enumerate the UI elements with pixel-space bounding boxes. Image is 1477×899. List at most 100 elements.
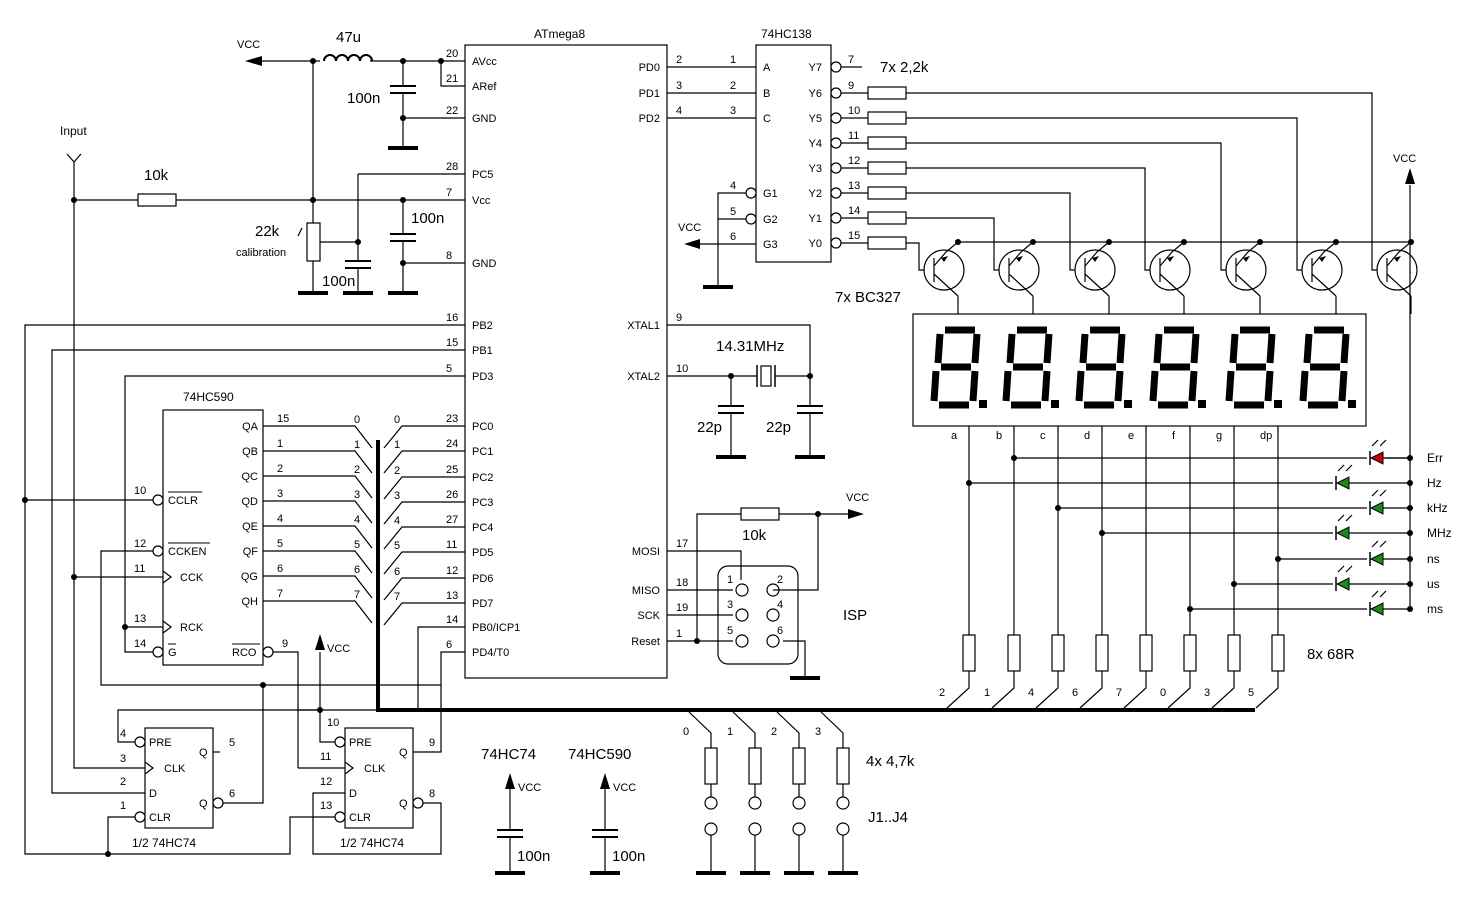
ff1-pins: PRE 4 CLK 3 D 2 CLR 1 Q 5 Q 6 xyxy=(120,728,235,824)
decoder-pin-num: 15 xyxy=(848,230,860,242)
atmega-pin-num: 8 xyxy=(446,250,452,262)
isp-connector: 10k VCC 1 2 3 4 5 6 ISP xyxy=(667,492,869,680)
ff2-pre: PRE xyxy=(349,737,372,749)
decoder-pin-label: Y6 xyxy=(809,88,822,100)
atmega-pin-label: GND xyxy=(472,258,497,270)
atmega-pin-num: 24 xyxy=(446,438,458,450)
cap-x2-value: 22p xyxy=(766,419,791,436)
inductor-value: 47u xyxy=(336,29,361,46)
decoder-pin-num: 12 xyxy=(848,155,860,167)
jumper-pin[interactable] xyxy=(836,822,850,836)
segment-bus-index: 5 xyxy=(1248,687,1254,699)
ff2-n-clr: 13 xyxy=(320,800,332,812)
decoder-pin-label: Y2 xyxy=(809,188,822,200)
segment-resistors-value: 8x 68R xyxy=(1307,646,1355,663)
crystal-value: 14.31MHz xyxy=(716,338,784,355)
ff1-n-q: 5 xyxy=(229,737,235,749)
74hc138-body xyxy=(755,44,832,263)
bus-index: 0 xyxy=(354,414,360,426)
bus-index: 1 xyxy=(394,439,400,451)
atmega-pin-label: PB2 xyxy=(472,320,493,332)
led-label: MHz xyxy=(1427,526,1452,540)
led-icon xyxy=(1335,526,1350,540)
pnp-transistor-icon xyxy=(998,249,1040,291)
isp-pin-4: 4 xyxy=(777,599,783,611)
digit xyxy=(930,326,987,409)
jumper-pin[interactable] xyxy=(748,796,762,810)
decoder-pin-num: 14 xyxy=(848,205,860,217)
atmega-pin-label: PD1 xyxy=(639,88,660,100)
segment-label: dp xyxy=(1260,430,1272,442)
ff1-n-clk: 3 xyxy=(120,753,126,765)
ff2-n-qn: 8 xyxy=(429,788,435,800)
jumper-pin[interactable] xyxy=(704,822,718,836)
led-icon xyxy=(1335,476,1350,490)
atmega-pin-label: PD4/T0 xyxy=(472,647,509,659)
atmega-pin-num: 9 xyxy=(676,312,682,324)
counter-pin-num: 1 xyxy=(277,438,283,450)
jumper-pin[interactable] xyxy=(792,822,806,836)
vcc-arrow-icon xyxy=(505,773,515,789)
segment-bus-index: 0 xyxy=(1160,687,1166,699)
atmega-pin-num: 1 xyxy=(676,628,682,640)
atmega-pin-label: PD2 xyxy=(639,113,660,125)
vcc-label-isp: VCC xyxy=(846,492,869,504)
decoder-pin-num: 6 xyxy=(730,231,736,243)
jumper-pin[interactable] xyxy=(792,796,806,810)
atmega8-title: ATmega8 xyxy=(534,27,585,41)
decoder-pin-num: 10 xyxy=(848,105,860,117)
isp-pin-3: 3 xyxy=(727,599,733,611)
pnp-transistor-icon xyxy=(923,249,965,291)
atmega-pin-num: 23 xyxy=(446,413,458,425)
counter-pin-label: RCK xyxy=(180,622,204,634)
atmega-pin-label: MOSI xyxy=(632,546,660,558)
decoder-pin-num: 1 xyxy=(730,54,736,66)
74hc74-b-body xyxy=(344,727,414,829)
bus-index: 5 xyxy=(394,540,400,552)
jumper-bus-index: 3 xyxy=(815,726,821,738)
atmega-pin-label: PB1 xyxy=(472,345,493,357)
atmega-pin-label: PC0 xyxy=(472,421,493,433)
counter-pin-num: 9 xyxy=(282,638,288,650)
led-label: Err xyxy=(1427,451,1443,465)
atmega-pin-label: PD7 xyxy=(472,598,493,610)
atmega-pin-num: 18 xyxy=(676,577,688,589)
data-bus xyxy=(376,440,1255,712)
vcc-arrow-icon xyxy=(245,56,262,66)
decoder-pin-num: 5 xyxy=(730,206,736,218)
atmega8-body xyxy=(464,44,668,679)
ff2-clr: CLR xyxy=(349,812,371,824)
atmega-pin-num: 16 xyxy=(446,312,458,324)
jumper-pin[interactable] xyxy=(704,796,718,810)
atmega-pin-num: 25 xyxy=(446,464,458,476)
pnp-transistor-icon xyxy=(1376,249,1418,291)
atmega-pin-num: 2 xyxy=(676,54,682,66)
atmega-pin-num: 15 xyxy=(446,337,458,349)
decoder-pin-num: 9 xyxy=(848,80,854,92)
atmega-pin-label: Reset xyxy=(631,636,660,648)
vcc-label-dc2: VCC xyxy=(613,782,636,794)
74hc74-b-title: 1/2 74HC74 xyxy=(340,836,404,850)
pnp-transistor-icon xyxy=(1225,249,1267,291)
vcc-label-1: VCC xyxy=(237,39,260,51)
jumper-pin[interactable] xyxy=(836,796,850,810)
led-icon xyxy=(1369,501,1384,515)
isp-pin-1: 1 xyxy=(727,574,733,586)
pot-value: 22k xyxy=(255,223,280,240)
ff1-n-clr: 1 xyxy=(120,800,126,812)
atmega-pin-label: XTAL2 xyxy=(627,371,660,383)
ff2-qn: Q xyxy=(399,798,408,810)
power-section: VCC 47u 100n Input 10k 22k calibration 1… xyxy=(60,29,465,769)
counter-pin-label: CCLR xyxy=(168,495,198,507)
decoder-pin-label: G3 xyxy=(763,239,778,251)
atmega-left-pins: AVcc20ARef21GND22PC528Vcc7GND8PB216PB115… xyxy=(446,48,520,659)
decoder-enable: VCC 7x 2,2k xyxy=(678,59,929,289)
jumper-pin[interactable] xyxy=(748,822,762,836)
decoup-cap2-value: 100n xyxy=(612,848,645,865)
atmega-pin-label: PC2 xyxy=(472,472,493,484)
74hc590-body xyxy=(162,409,264,666)
ff1-clk: CLK xyxy=(164,763,186,775)
counter-pin-label: RCO xyxy=(232,647,257,659)
